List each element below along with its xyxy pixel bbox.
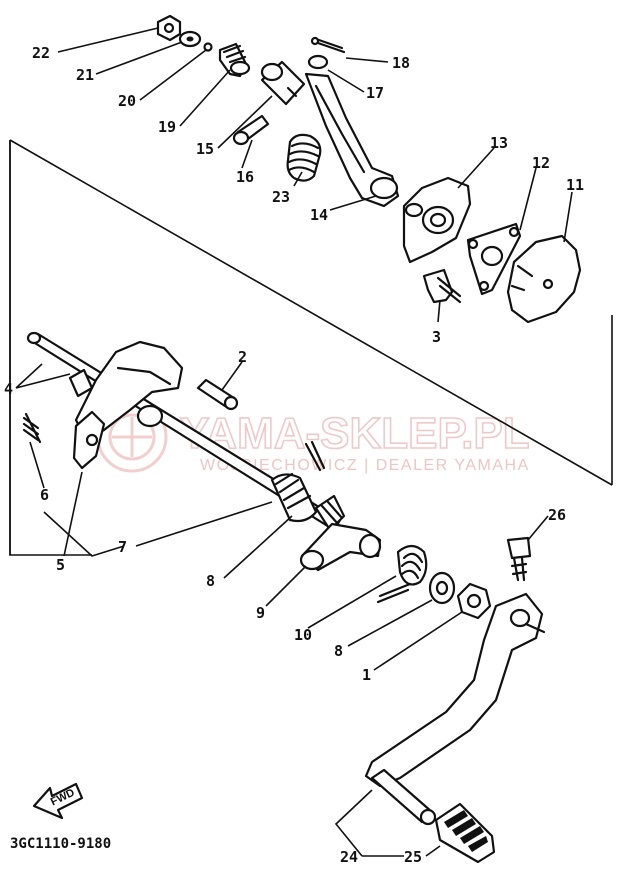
- callout-labels: 22 21 20 19 15 16 18 17 23 14 13 12 11 3…: [4, 44, 584, 866]
- callout-15: 15: [196, 140, 214, 158]
- part-8-spring-collar: [270, 440, 346, 532]
- callout-5: 5: [56, 556, 65, 574]
- callout-23: 23: [272, 188, 290, 206]
- part-12-plate: [466, 222, 522, 296]
- callout-18: 18: [392, 54, 410, 72]
- part-3-bolt: [422, 268, 462, 304]
- callout-19: 19: [158, 118, 176, 136]
- part-10-spring: [376, 544, 428, 604]
- part-1-nut: [456, 582, 492, 620]
- callout-1: 1: [362, 666, 371, 684]
- callout-11: 11: [566, 176, 584, 194]
- exploded-frame-outline: [9, 139, 613, 556]
- watermark-subtitle: WOJCIECHOWICZ | DEALER YAMAHA: [200, 457, 530, 474]
- callout-4: 4: [4, 380, 13, 398]
- callout-22: 22: [32, 44, 50, 62]
- callout-2: 2: [238, 348, 247, 366]
- part-18-cotter-pin: [310, 36, 346, 54]
- part-8-washer: [428, 571, 456, 605]
- leader-lines: [15, 27, 573, 857]
- part-19-bolt: [218, 42, 251, 78]
- callout-12: 12: [532, 154, 550, 172]
- callout-26: 26: [548, 506, 566, 524]
- callout-7: 7: [118, 538, 127, 556]
- part-13-plate: [402, 176, 472, 264]
- callout-25: 25: [404, 848, 422, 866]
- part-14-shift-arm: [304, 72, 400, 208]
- part-11-cover: [506, 234, 582, 324]
- callout-20: 20: [118, 92, 136, 110]
- callout-21: 21: [76, 66, 94, 84]
- callout-10: 10: [294, 626, 312, 644]
- drawing-code: 3GC1110-9180: [10, 836, 111, 852]
- part-24-shift-pedal: [364, 592, 546, 826]
- callout-8-lower: 8: [334, 642, 343, 660]
- part-25-pedal-rubber: [434, 802, 496, 864]
- callout-24: 24: [340, 848, 358, 866]
- part-20-circlip: [203, 42, 213, 52]
- callout-13: 13: [490, 134, 508, 152]
- callout-16: 16: [236, 168, 254, 186]
- callout-6: 6: [40, 486, 49, 504]
- part-6-spring: [22, 412, 42, 444]
- part-15-collar: [260, 60, 306, 106]
- part-9-lever: [299, 522, 382, 572]
- part-23-spring: [286, 133, 322, 182]
- part-16-pin: [232, 114, 270, 146]
- callout-9: 9: [256, 604, 265, 622]
- part-2-pin: [196, 378, 239, 411]
- callout-14: 14: [310, 206, 328, 224]
- callout-17: 17: [366, 84, 384, 102]
- part-17-washer: [307, 54, 329, 70]
- callout-3: 3: [432, 328, 441, 346]
- fwd-arrow-icon: FWD: [32, 782, 84, 820]
- callout-8-upper: 8: [206, 572, 215, 590]
- watermark-title: YAMA-SKLEP.PL: [180, 409, 530, 458]
- watermark: YAMA-SKLEP.PL WOJCIECHOWICZ | DEALER YAM…: [96, 401, 530, 474]
- part-22-nut: [156, 14, 182, 42]
- part-26-bolt: [506, 536, 532, 582]
- part-21-washer: [178, 30, 202, 48]
